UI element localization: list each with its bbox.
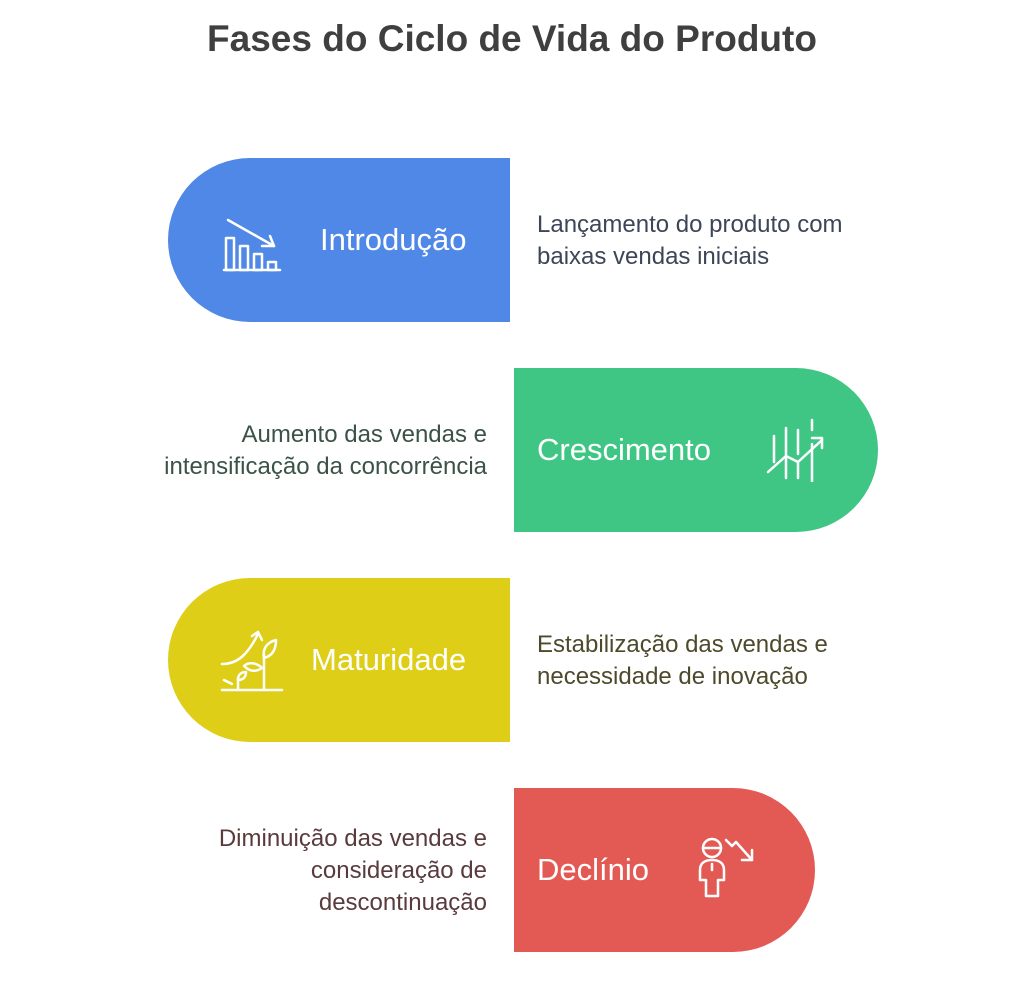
stage-description: Lançamento do produto com baixas vendas … bbox=[537, 211, 843, 270]
stage-label: Declínio bbox=[537, 852, 649, 887]
stage-crescimento: Crescimento bbox=[514, 368, 878, 532]
plant-growth-icon bbox=[220, 630, 284, 692]
page-title: Fases do Ciclo de Vida do Produto bbox=[207, 18, 817, 59]
stage-declinio: Declínio bbox=[514, 788, 815, 952]
stage-description: Diminuição das vendas e consideração de … bbox=[218, 825, 487, 916]
stage-description: Aumento das vendas e intensificação da c… bbox=[164, 421, 487, 480]
growth-chart-icon bbox=[766, 418, 824, 482]
stage-description: Estabilização das vendas e necessidade d… bbox=[537, 631, 828, 690]
stage-label: Introdução bbox=[320, 222, 467, 257]
stage-introducao: Introdução bbox=[168, 158, 510, 322]
person-decline-icon bbox=[698, 837, 754, 898]
stage-label: Crescimento bbox=[537, 432, 711, 467]
declining-bar-chart-icon bbox=[222, 218, 282, 272]
stage-maturidade: Maturidade bbox=[168, 578, 510, 742]
stage-label: Maturidade bbox=[311, 642, 467, 677]
